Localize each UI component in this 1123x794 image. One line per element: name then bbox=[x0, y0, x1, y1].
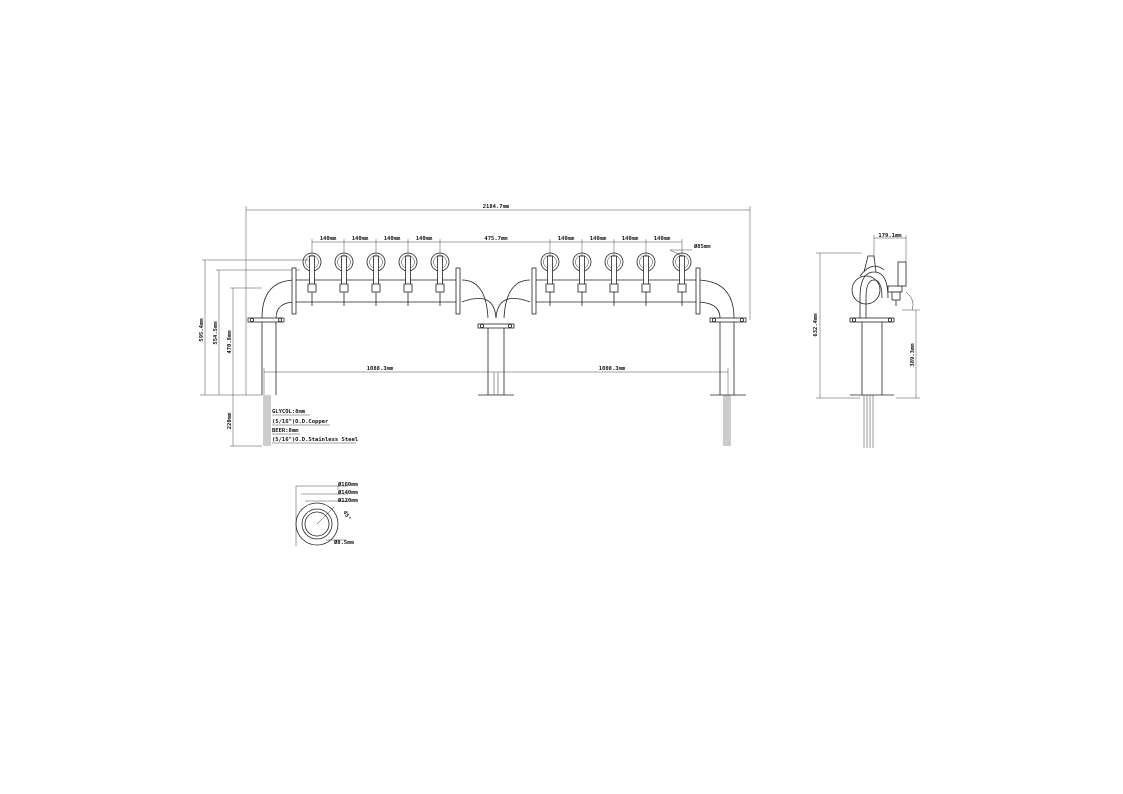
tap-spacing-label: 140mm bbox=[320, 236, 337, 242]
tap-spacing-label: 140mm bbox=[590, 236, 607, 242]
tap-spacing-label: 140mm bbox=[416, 236, 433, 242]
tap-spacing-label: 140mm bbox=[654, 236, 671, 242]
side-depth-label: 179.1mm bbox=[878, 233, 902, 239]
tap-handle bbox=[540, 252, 560, 306]
right-leg bbox=[709, 317, 747, 446]
below-counter-label: 220mm bbox=[227, 412, 233, 429]
tap-handle bbox=[398, 252, 418, 306]
height-total-label: 595.4mm bbox=[199, 318, 205, 342]
tap-handle bbox=[672, 252, 692, 306]
tubing-notes: GLYCOL:8mm (5/16")O.D.Copper BEER:8mm (5… bbox=[272, 409, 358, 444]
center-gap-label: 475.7mm bbox=[484, 236, 508, 242]
tap-spacing-label: 140mm bbox=[622, 236, 639, 242]
side-spout-height-label: 389.3mm bbox=[910, 343, 916, 367]
flange-angle-label: 45° bbox=[341, 510, 351, 522]
tap-handle bbox=[366, 252, 386, 306]
flange-bolt-circle-label: Ø140mm bbox=[337, 489, 359, 496]
tap-handle bbox=[572, 252, 592, 306]
overall-length-label: 2184.7mm bbox=[483, 204, 510, 210]
leg-span-right-label: 1008.3mm bbox=[599, 366, 626, 372]
tubing-note: BEER:8mm bbox=[272, 428, 299, 434]
center-leg bbox=[477, 323, 515, 396]
height-mid-label: 554.5mm bbox=[213, 321, 219, 345]
tubing-note: (5/16")O.D.Copper bbox=[272, 419, 329, 425]
leg-span-dimension: 1088.3mm 1008.3mm bbox=[263, 366, 729, 395]
leg-span-left-label: 1088.3mm bbox=[367, 366, 394, 372]
tap-spacing-label: 140mm bbox=[558, 236, 575, 242]
tubing-note: (5/16")O.D.Stainless Steel bbox=[272, 437, 358, 443]
overall-length-dimension: 2184.7mm bbox=[245, 204, 751, 395]
tap-handle bbox=[334, 252, 354, 306]
flange-outer-label: Ø160mm bbox=[337, 481, 359, 488]
medallion-dia-label: Ø85mm bbox=[693, 243, 711, 250]
left-leg bbox=[247, 317, 285, 446]
side-height-label: 632.4mm bbox=[813, 313, 819, 337]
tap-spacing-dimension: 140mm 140mm 140mm 140mm 475.7mm 140mm 14… bbox=[311, 236, 711, 257]
main-bar bbox=[261, 267, 735, 319]
taps-right bbox=[540, 252, 692, 306]
tap-handle bbox=[430, 252, 450, 306]
side-view: 632.4mm 179.1mm 389.3mm bbox=[813, 233, 920, 448]
taps-left bbox=[302, 252, 450, 306]
tap-spacing-label: 140mm bbox=[384, 236, 401, 242]
tap-handle bbox=[636, 252, 656, 306]
flange-inner-label: Ø120mm bbox=[337, 497, 359, 504]
height-dimensions: 595.4mm 554.5mm 470.8mm 220mm bbox=[199, 259, 312, 447]
tap-handle bbox=[302, 252, 322, 306]
tubing-note: GLYCOL:8mm bbox=[272, 409, 306, 415]
tap-spacing-label: 140mm bbox=[352, 236, 369, 242]
flange-hole-label: Ø8.5mm bbox=[333, 539, 355, 546]
height-pipe-label: 470.8mm bbox=[227, 330, 233, 354]
flange-detail: Ø160mm Ø140mm Ø120mm 45° Ø8.5mm bbox=[295, 481, 359, 546]
front-view: 2184.7mm 140mm 140mm 140mm 140mm 475.7mm… bbox=[199, 204, 751, 447]
tap-handle bbox=[604, 252, 624, 306]
